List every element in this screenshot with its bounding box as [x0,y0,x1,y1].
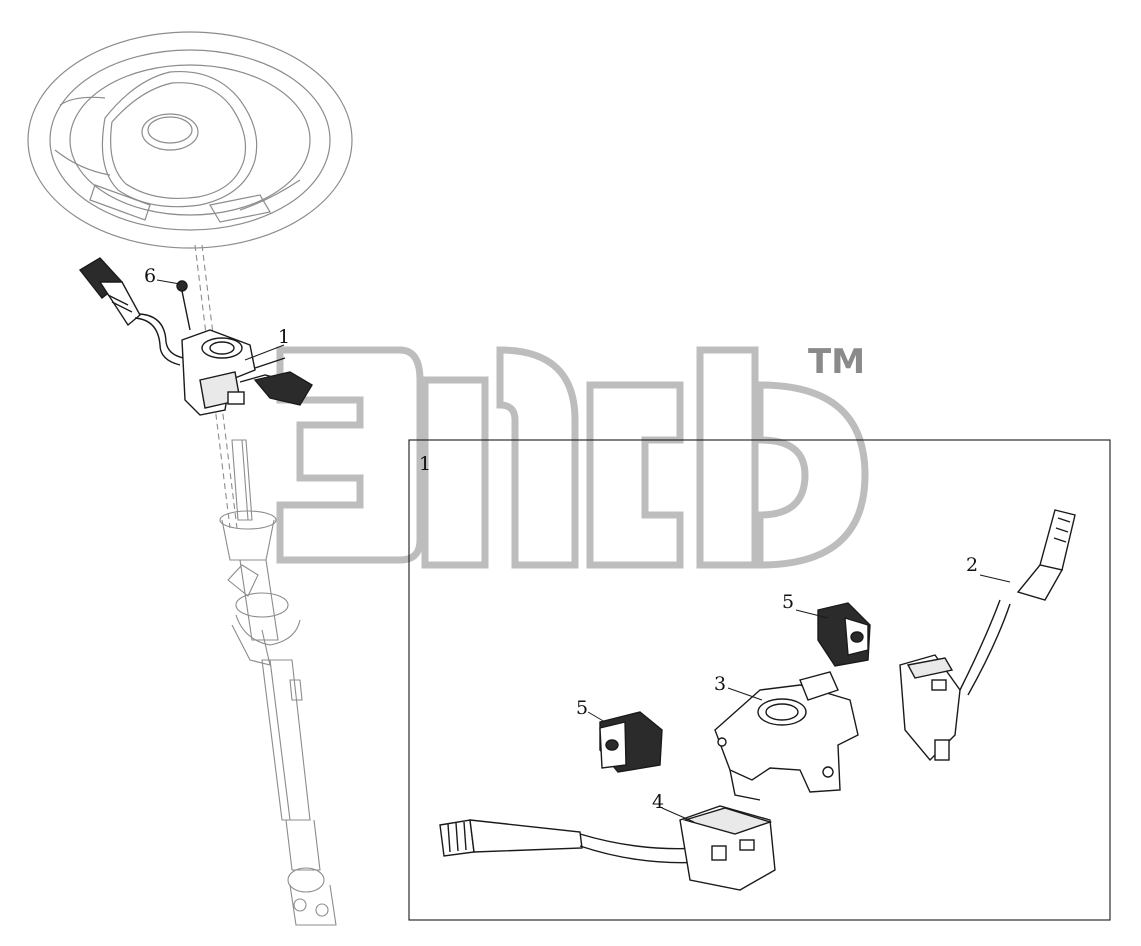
part-4-turn-signal-switch [439,805,776,891]
callout-6: 6 [144,265,156,287]
callout-3: 3 [714,673,726,695]
part-2-wiper-stalk-switch [899,509,1076,762]
part-5-rubber-boot-lower [599,711,663,773]
leader-lines [156,279,1011,823]
part-3-switch-base [714,671,859,801]
trademark-mark: TM [808,342,865,382]
steering-wheel [27,31,353,249]
callout-1-assembly: 1 [278,326,290,348]
callout-5-upper: 5 [782,591,794,613]
part-5-rubber-boot-upper [817,602,871,667]
callout-2: 2 [966,554,978,576]
assembled-combination-switch [78,257,313,416]
callout-5-lower: 5 [576,697,588,719]
callout-1-subassembly: 1 [419,453,431,475]
subassembly-frame [408,439,1111,921]
callout-4: 4 [652,791,664,813]
brand-watermark-logo: TM [276,342,869,569]
